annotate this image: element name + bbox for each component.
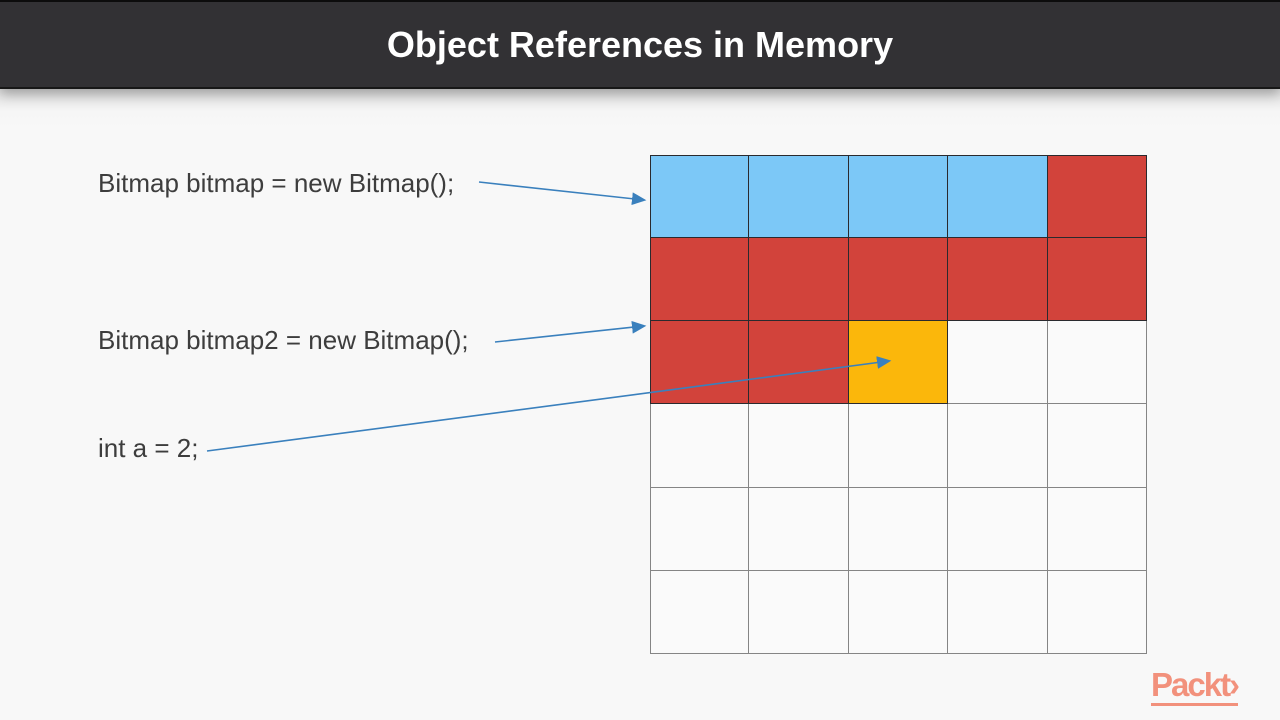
memory-cell-empty (948, 321, 1048, 405)
slide-title: Object References in Memory (386, 23, 894, 65)
code-line-bitmap2: Bitmap bitmap2 = new Bitmap(); (98, 325, 469, 355)
memory-cell-red (749, 321, 849, 405)
memory-cell-red (749, 238, 849, 322)
memory-cell-red (650, 321, 750, 405)
memory-cell-empty (848, 570, 949, 654)
memory-cell-empty (749, 487, 849, 571)
memory-cell-empty (749, 570, 849, 654)
arrow-bitmap-to-grid (478, 181, 647, 206)
memory-cell-orange (848, 321, 949, 405)
memory-grid (650, 155, 1147, 654)
memory-cell-empty (749, 404, 849, 488)
memory-cell-blue (948, 155, 1048, 239)
memory-cell-empty (1047, 487, 1147, 571)
memory-cell-blue (848, 155, 949, 239)
memory-cell-red (948, 238, 1048, 322)
packt-logo: Packt› (1151, 668, 1240, 706)
memory-cell-empty (848, 404, 949, 488)
memory-cell-red (1047, 238, 1147, 322)
memory-cell-empty (948, 404, 1048, 488)
memory-cell-empty (948, 570, 1048, 654)
memory-cell-empty (650, 487, 750, 571)
memory-cell-blue (650, 155, 750, 239)
memory-cell-red (1047, 155, 1147, 239)
arrow-bitmap2-to-grid (494, 320, 647, 343)
memory-cell-empty (848, 487, 949, 571)
code-line-int-a: int a = 2; (98, 433, 199, 463)
memory-cell-empty (1047, 570, 1147, 654)
memory-cell-red (650, 238, 750, 322)
memory-cell-empty (948, 487, 1048, 571)
memory-cell-empty (1047, 404, 1147, 488)
memory-cell-red (848, 238, 949, 322)
code-line-bitmap: Bitmap bitmap = new Bitmap(); (98, 168, 455, 198)
memory-cell-blue (749, 155, 849, 239)
memory-cell-empty (650, 404, 750, 488)
title-bar: Object References in Memory (0, 0, 1280, 89)
memory-cell-empty (1047, 321, 1147, 405)
memory-cell-empty (650, 570, 750, 654)
